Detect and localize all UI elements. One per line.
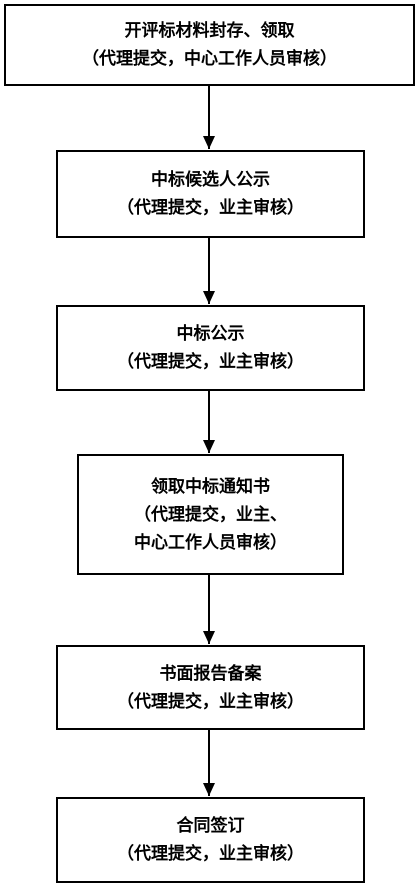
- step-reviewers: （代理提交，业主、: [134, 504, 287, 525]
- step-reviewers-cont: 中心工作人员审核）: [134, 532, 287, 553]
- step-candidate-publicity: 中标候选人公示 （代理提交，业主审核）: [56, 150, 365, 238]
- step-contract-signing: 合同签订 （代理提交，业主审核）: [56, 797, 365, 883]
- arrowhead-5-to-6: [203, 783, 215, 796]
- step-title: 中标公示: [176, 324, 245, 344]
- arrowhead-1-to-2: [203, 136, 215, 149]
- step-title: 合同签订: [176, 816, 245, 836]
- arrowhead-3-to-4: [203, 440, 215, 453]
- step-reviewers: （代理提交，业主审核）: [117, 352, 304, 372]
- step-title: 书面报告备案: [159, 663, 262, 684]
- step-written-report-filing: 书面报告备案 （代理提交，业主审核）: [56, 645, 365, 730]
- step-reviewers: （代理提交，业主审核）: [117, 844, 304, 864]
- step-reviewers: （代理提交，业主审核）: [117, 198, 304, 218]
- step-title: 开评标材料封存、领取: [124, 21, 295, 41]
- step-seal-and-collect-bid-materials: 开评标材料封存、领取 （代理提交，中心工作人员审核）: [4, 4, 415, 86]
- step-reviewers: （代理提交，业主审核）: [117, 691, 304, 712]
- arrowhead-2-to-3: [203, 291, 215, 304]
- step-award-publicity: 中标公示 （代理提交，业主审核）: [56, 305, 365, 391]
- step-title: 中标候选人公示: [151, 170, 270, 190]
- arrowhead-4-to-5: [203, 631, 215, 644]
- step-reviewers: （代理提交，中心工作人员审核）: [82, 49, 337, 69]
- step-title: 领取中标通知书: [151, 476, 270, 497]
- step-collect-award-notice: 领取中标通知书 （代理提交，业主、 中心工作人员审核）: [77, 454, 344, 575]
